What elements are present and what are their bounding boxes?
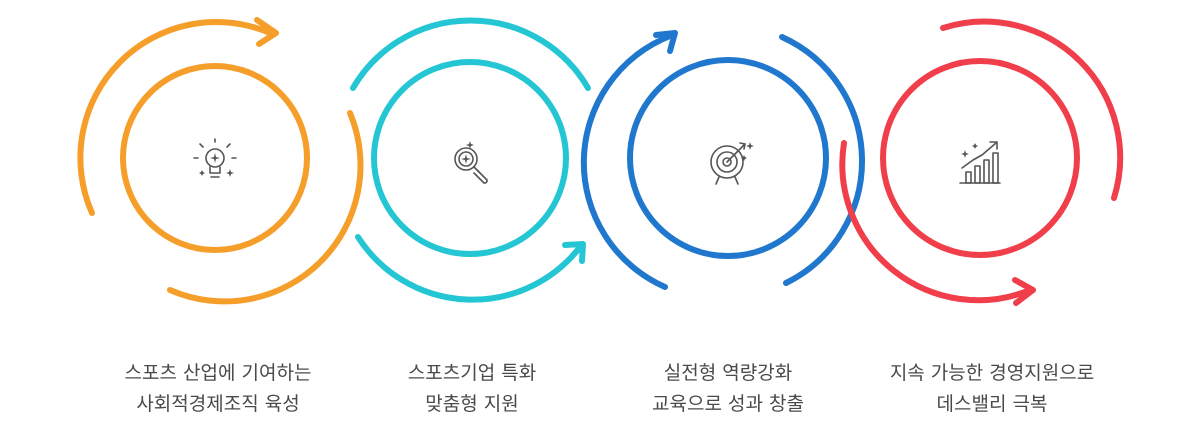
step-4-caption-line-2: 데스밸리 극복	[936, 393, 1048, 415]
step-3-outer-arc-left	[580, 33, 673, 290]
step-3-arrow-head	[653, 30, 678, 54]
step-1-outer-arc-bottom	[167, 110, 364, 305]
growth-chart-icon	[959, 141, 1001, 184]
step-1-graphic	[77, 17, 364, 305]
step-3-caption-line-2: 교육으로 성과 창출	[652, 393, 804, 415]
step-3-inner-circle	[627, 57, 829, 259]
step-4-outer-arc-left	[839, 140, 1033, 304]
step-2-caption: 스포츠기업 특화 맞춤형 지원	[322, 358, 622, 420]
step-1-caption-line-1: 스포츠 산업에 기여하는	[124, 362, 312, 384]
step-2-caption-line-2: 맞춤형 지원	[425, 393, 519, 415]
magnifier-icon	[454, 141, 488, 184]
step-4-inner-circle	[880, 58, 1080, 258]
step-1-caption: 스포츠 산업에 기여하는 사회적경제조직 육성	[68, 358, 368, 420]
lightbulb-icon	[193, 138, 237, 178]
step-1-inner-circle	[120, 63, 310, 253]
step-4-outer-arc-right	[940, 18, 1124, 201]
step-2-arrow-head	[562, 241, 586, 264]
step-3-caption-line-1: 실전형 역량강화	[663, 362, 793, 384]
step-4-arrow-head	[1012, 277, 1036, 306]
step-4-graphic	[839, 18, 1124, 306]
step-1-outer-arc-top	[77, 19, 273, 216]
step-2-inner-circle	[371, 59, 569, 257]
step-2-outer-arc-top	[350, 17, 591, 91]
step-3-graphic	[580, 30, 865, 290]
target-icon	[710, 142, 754, 185]
step-4-caption: 지속 가능한 경영지원으로 데스밸리 극복	[842, 358, 1142, 420]
step-2-graphic	[350, 17, 591, 303]
step-4-caption-line-1: 지속 가능한 경영지원으로	[889, 362, 1095, 384]
step-2-caption-line-1: 스포츠기업 특화	[407, 362, 537, 384]
step-3-outer-arc-right	[779, 34, 865, 286]
step-1-caption-line-2: 사회적경제조직 육성	[136, 393, 300, 415]
step-2-outer-arc-bottom	[355, 234, 583, 303]
step-3-caption: 실전형 역량강화 교육으로 성과 창출	[578, 358, 878, 420]
step-1-arrow-head	[254, 17, 279, 47]
